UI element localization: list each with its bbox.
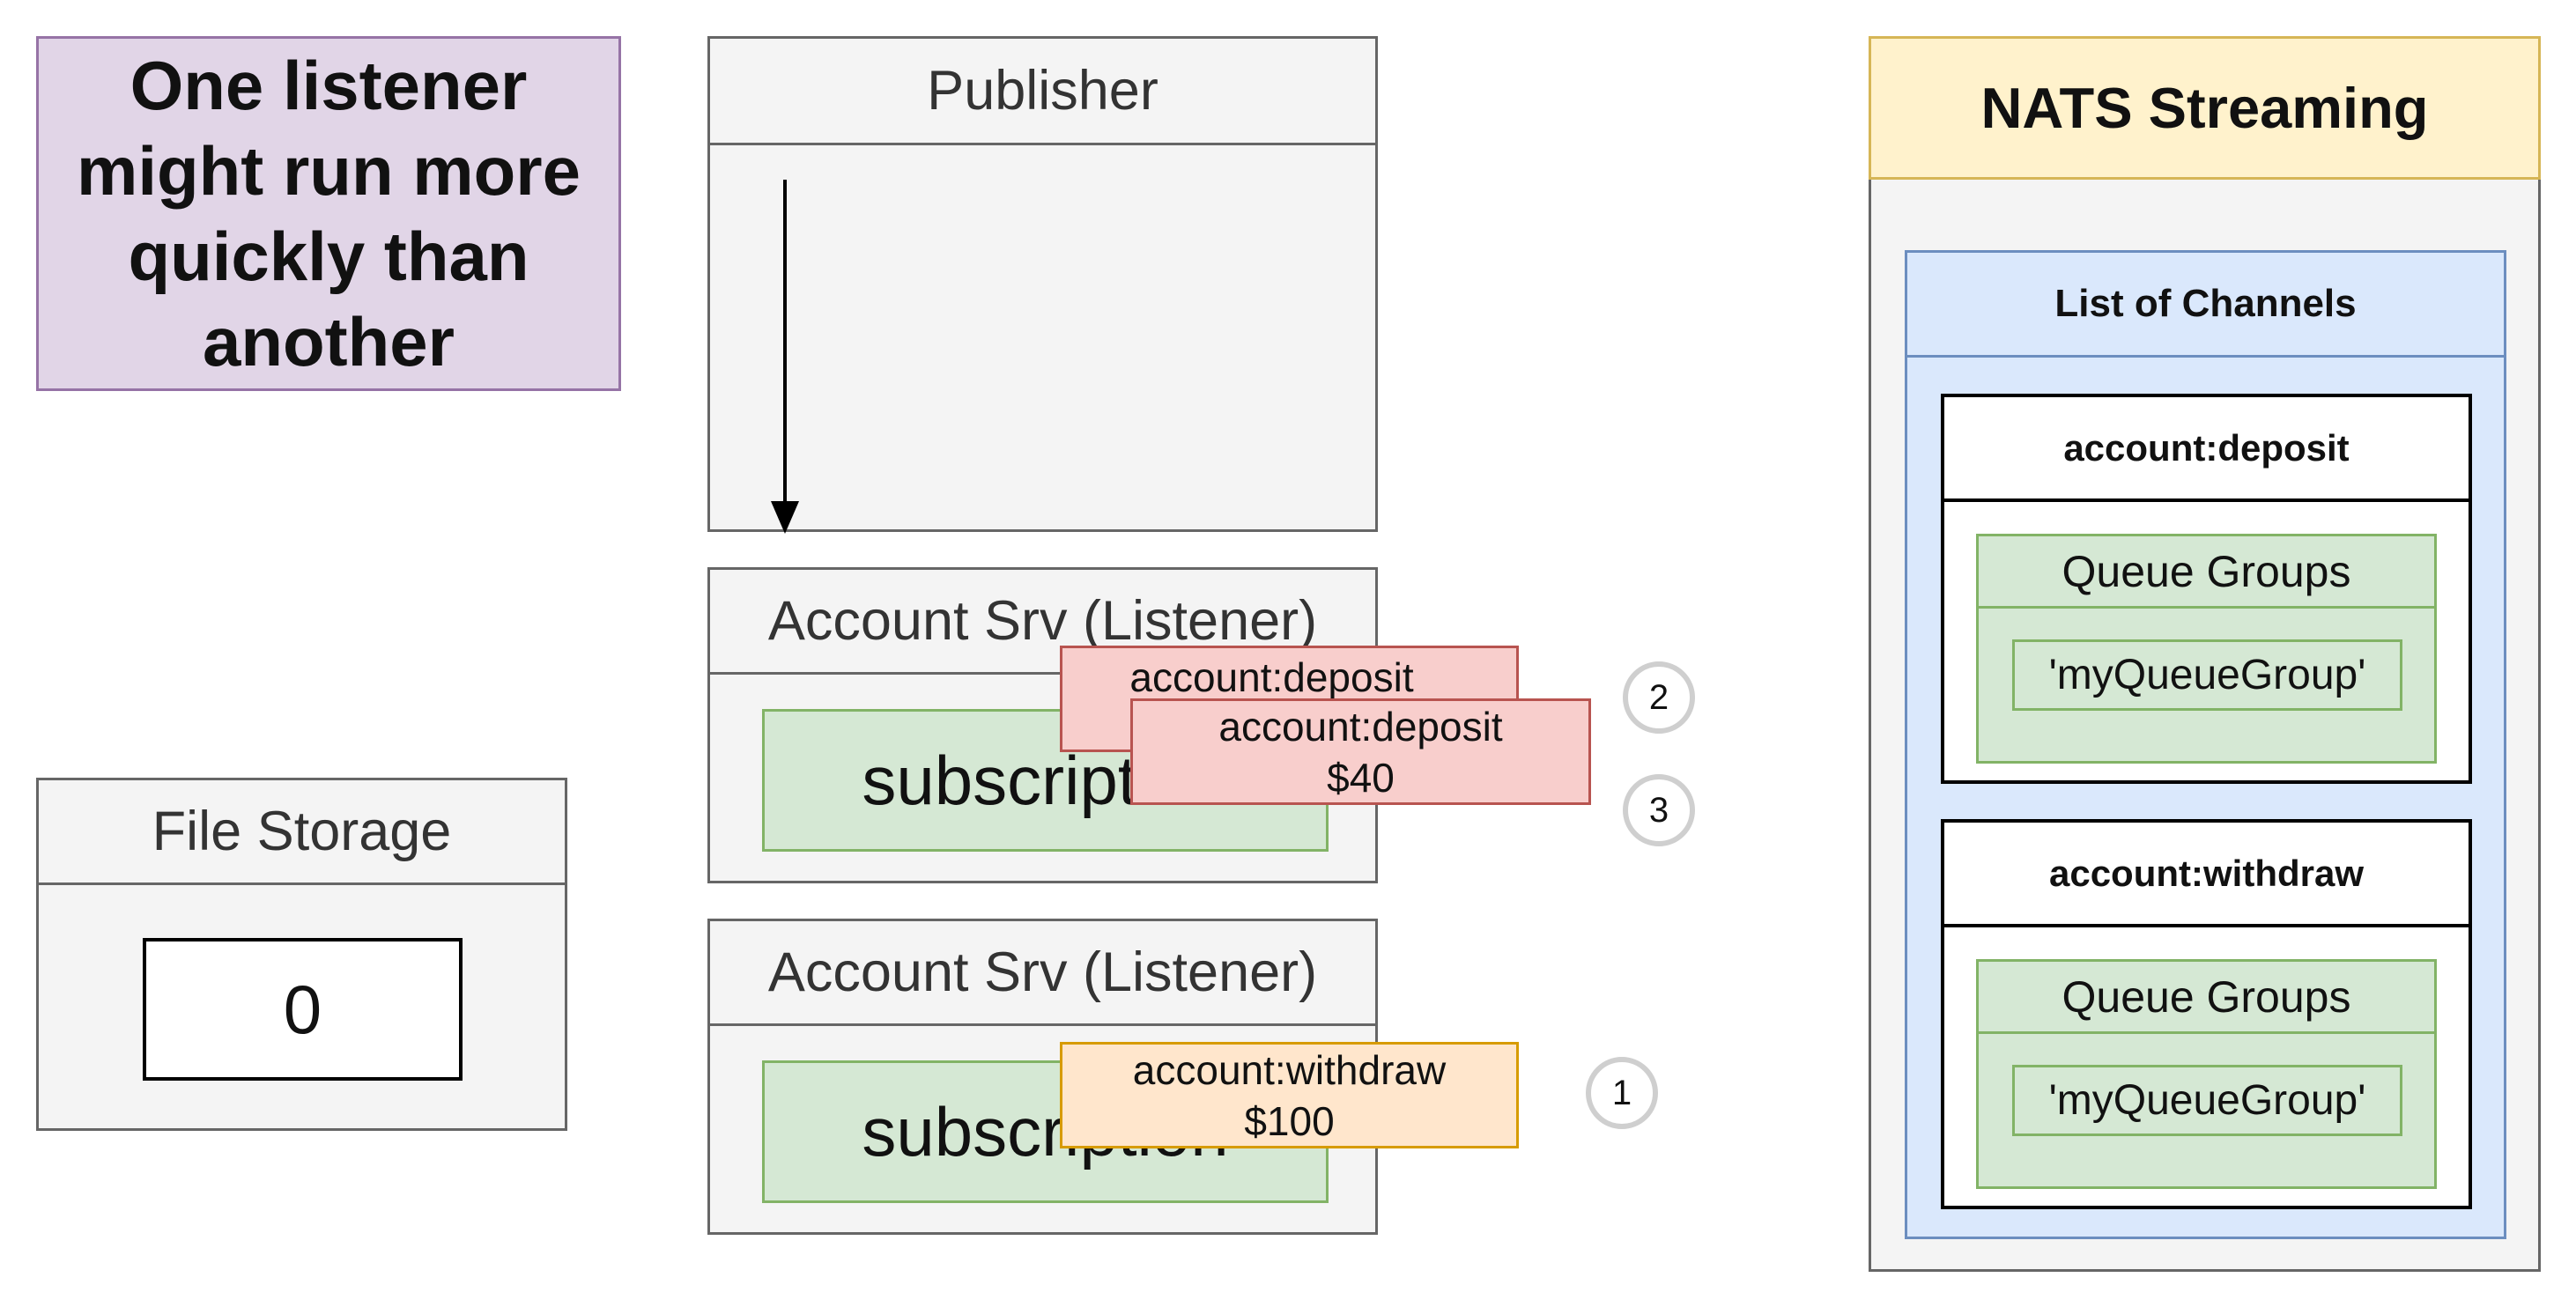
channels-list: List of Channels account:deposit Queue G… [1905, 250, 2506, 1239]
channel-box: account:withdraw Queue Groups 'myQueueGr… [1941, 819, 2472, 1209]
file-storage-box: File Storage 0 [36, 778, 567, 1131]
note-box: One listener might run more quickly than… [36, 36, 621, 391]
queue-group-name: 'myQueueGroup' [2012, 639, 2402, 711]
step-marker: 3 [1623, 774, 1695, 846]
event-card: account:deposit $40 [1130, 698, 1591, 805]
publisher-box: Publisher [707, 36, 1378, 534]
channels-list-title: List of Channels [1907, 253, 2504, 358]
event-amount: $100 [1244, 1097, 1335, 1144]
step-marker: 2 [1623, 661, 1695, 734]
publisher-title: Publisher [710, 39, 1375, 145]
channel-name: account:deposit [1944, 397, 2469, 502]
queue-group-name: 'myQueueGroup' [2012, 1065, 2402, 1136]
queue-groups-box: Queue Groups 'myQueueGroup' [1976, 534, 2437, 764]
channel-box: account:deposit Queue Groups 'myQueueGro… [1941, 394, 2472, 784]
listener-title: Account Srv (Listener) [710, 921, 1375, 1026]
nats-streaming-box: NATS Streaming List of Channels account:… [1869, 36, 2541, 1272]
queue-groups-label: Queue Groups [1979, 536, 2434, 609]
queue-groups-box: Queue Groups 'myQueueGroup' [1976, 959, 2437, 1189]
event-card: account:withdraw $100 [1060, 1042, 1519, 1148]
listener-title: Account Srv (Listener) [710, 570, 1375, 675]
note-text: One listener might run more quickly than… [76, 46, 581, 380]
nats-title: NATS Streaming [1869, 36, 2541, 180]
event-amount: $40 [1327, 754, 1395, 801]
file-storage-title: File Storage [39, 780, 565, 885]
channel-name: account:withdraw [1944, 823, 2469, 927]
file-storage-value: 0 [143, 938, 463, 1081]
queue-groups-label: Queue Groups [1979, 962, 2434, 1034]
step-marker: 1 [1586, 1057, 1658, 1129]
event-type: account:deposit [1218, 703, 1503, 749]
down-arrow-icon [771, 180, 799, 534]
event-type: account:deposit [1129, 654, 1414, 700]
event-type: account:withdraw [1132, 1046, 1447, 1093]
